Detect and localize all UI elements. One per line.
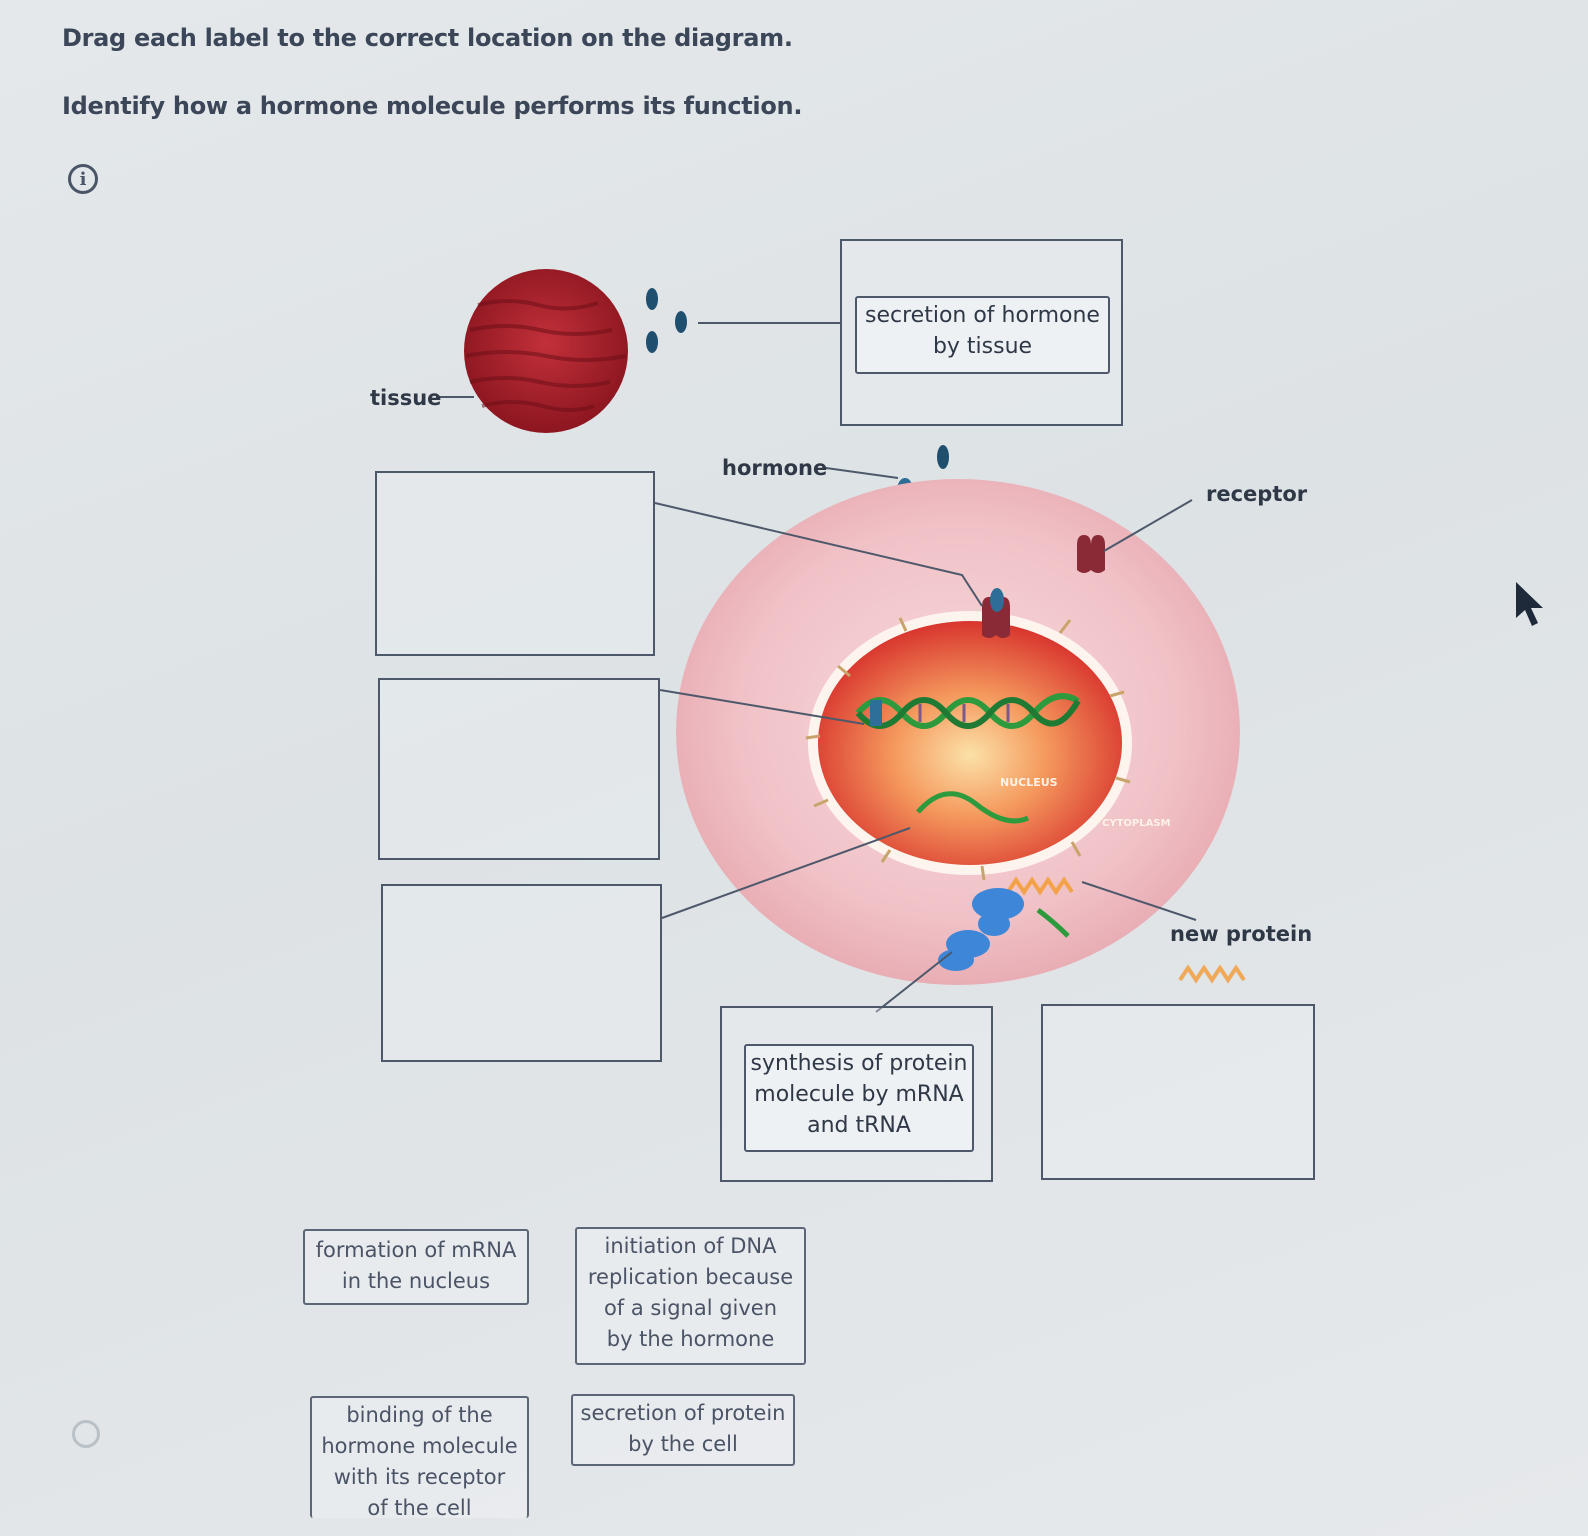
label-line: molecule by mRNA bbox=[754, 1082, 964, 1107]
drop-zone-2[interactable] bbox=[378, 678, 660, 860]
placed-label-secretion-hormone[interactable]: secretion of hormone by tissue bbox=[855, 296, 1110, 374]
nucleus bbox=[805, 611, 1132, 881]
spinner-icon bbox=[72, 1420, 100, 1448]
cytoplasm-label: CYTOPLASM bbox=[1102, 818, 1171, 829]
placed-label-synthesis-protein[interactable]: synthesis of protein molecule by mRNA an… bbox=[744, 1044, 974, 1152]
bank-label-secretion-protein[interactable]: secretion of protein by the cell bbox=[571, 1394, 795, 1466]
bank-label-initiation-dna[interactable]: initiation of DNA replication because of… bbox=[575, 1227, 806, 1365]
label-line: by tissue bbox=[932, 334, 1033, 359]
nucleus-label: NUCLEUS bbox=[1000, 776, 1058, 789]
label-line: binding of the bbox=[346, 1403, 493, 1427]
zone-leader-lines bbox=[654, 502, 983, 1013]
label-line: in the nucleus bbox=[341, 1269, 491, 1293]
label-line: and tRNA bbox=[807, 1113, 911, 1138]
label-line: by the hormone bbox=[606, 1327, 775, 1351]
label-line: initiation of DNA bbox=[604, 1234, 777, 1258]
label-line: of a signal given bbox=[603, 1296, 778, 1320]
dna-helix bbox=[855, 693, 1081, 729]
instruction-drag: Drag each label to the correct location … bbox=[62, 24, 793, 52]
bank-label-binding[interactable]: binding of the hormone molecule with its… bbox=[310, 1396, 529, 1520]
mrna-cytoplasm bbox=[1036, 908, 1070, 938]
hormone-receptor-complex bbox=[982, 588, 1010, 638]
ribosome bbox=[938, 888, 1024, 971]
tissue-sphere bbox=[464, 269, 628, 433]
new-protein-chain bbox=[1006, 876, 1074, 896]
secreted-hormones bbox=[646, 288, 687, 353]
hormone-leader-line bbox=[825, 467, 899, 479]
new-protein-leader-line bbox=[1081, 881, 1197, 921]
label-line: by the cell bbox=[628, 1432, 738, 1456]
label-line: formation of mRNA bbox=[315, 1238, 517, 1262]
receptor-label: receptor bbox=[1206, 482, 1308, 506]
label-line: secretion of protein bbox=[580, 1401, 786, 1425]
label-line: of the cell bbox=[367, 1496, 472, 1520]
drop-zone-3[interactable] bbox=[381, 884, 662, 1062]
receptor-leader-line bbox=[1103, 499, 1193, 552]
label-line: hormone molecule bbox=[321, 1434, 518, 1458]
label-line: synthesis of protein bbox=[750, 1051, 968, 1076]
label-line: replication because bbox=[587, 1265, 794, 1289]
drop-zone-1[interactable] bbox=[375, 471, 655, 656]
drop-zone-4[interactable] bbox=[1041, 1004, 1315, 1180]
mrna-strand bbox=[916, 791, 1030, 824]
mouse-cursor-icon bbox=[1516, 582, 1543, 626]
tissue-label: tissue bbox=[370, 386, 442, 410]
instruction-identify: Identify how a hormone molecule performs… bbox=[62, 92, 803, 120]
bank-label-formation-mrna[interactable]: formation of mRNA in the nucleus bbox=[303, 1229, 529, 1305]
label-line: secretion of hormone bbox=[865, 303, 1100, 328]
label-line: with its receptor bbox=[333, 1465, 506, 1489]
new-protein-label: new protein bbox=[1170, 922, 1313, 946]
receptor-shape bbox=[1077, 535, 1105, 573]
hormone-label: hormone bbox=[722, 456, 828, 480]
new-protein-icon bbox=[1178, 964, 1246, 984]
hormone-drop bbox=[937, 445, 949, 469]
info-icon[interactable]: i bbox=[68, 164, 98, 194]
